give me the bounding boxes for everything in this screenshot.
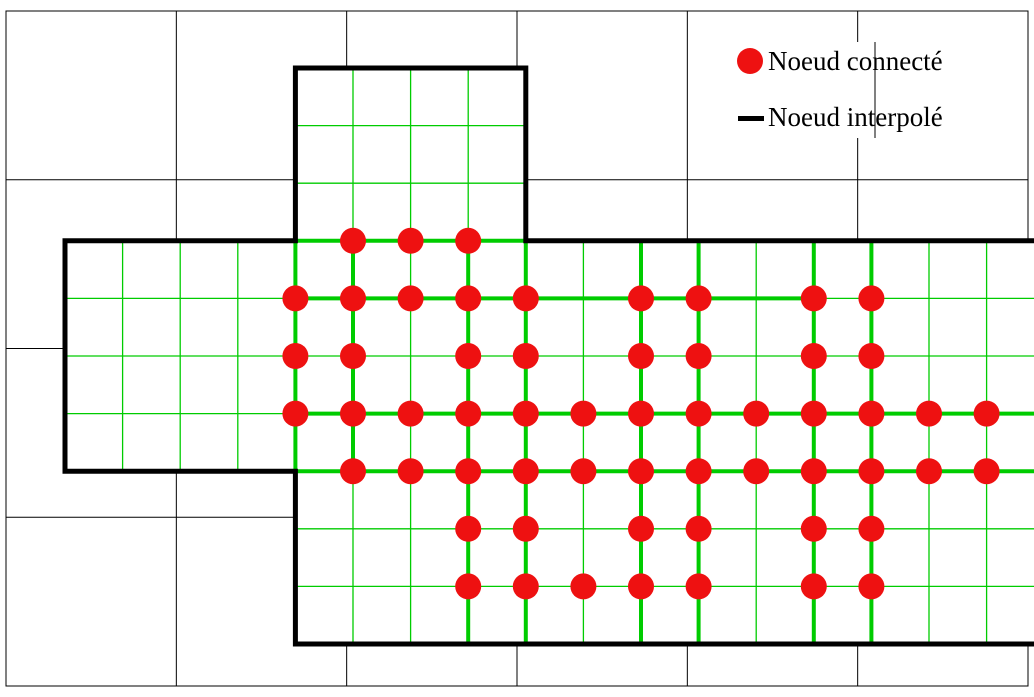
connected-node bbox=[455, 515, 482, 542]
connected-node bbox=[512, 515, 539, 542]
connected-node bbox=[685, 285, 712, 312]
connected-node bbox=[397, 227, 424, 254]
connected-node bbox=[455, 458, 482, 485]
connected-node bbox=[282, 343, 309, 369]
legend-background bbox=[732, 42, 1010, 138]
connected-node bbox=[800, 285, 827, 312]
connected-node bbox=[916, 458, 942, 485]
connected-node bbox=[512, 573, 539, 600]
connected-node bbox=[340, 227, 366, 254]
connected-node bbox=[973, 400, 1000, 427]
connected-node bbox=[628, 458, 654, 485]
connected-node bbox=[743, 400, 770, 427]
connected-node bbox=[858, 285, 885, 312]
connected-node bbox=[858, 343, 885, 369]
connected-node bbox=[340, 343, 366, 369]
legend-interpolated-label: Noeud interpolé bbox=[768, 102, 943, 132]
connected-node bbox=[628, 515, 654, 542]
connected-node bbox=[455, 343, 482, 369]
connected-node bbox=[340, 285, 366, 312]
connected-node bbox=[512, 343, 539, 369]
connected-node bbox=[570, 458, 597, 485]
connected-node bbox=[800, 343, 827, 369]
connected-node bbox=[512, 285, 539, 312]
connected-node bbox=[858, 458, 885, 485]
connected-node bbox=[685, 458, 712, 485]
connected-node bbox=[512, 458, 539, 485]
connected-node bbox=[628, 573, 654, 600]
legend: Noeud connecté Noeud interpolé bbox=[732, 42, 1010, 138]
connected-node bbox=[628, 400, 654, 427]
connected-node bbox=[512, 400, 539, 427]
connected-node bbox=[858, 515, 885, 542]
connected-node bbox=[282, 400, 309, 427]
connected-node bbox=[628, 285, 654, 312]
connected-node bbox=[685, 400, 712, 427]
connected-node bbox=[800, 515, 827, 542]
legend-connected-label: Noeud connecté bbox=[768, 46, 943, 76]
connected-nodes bbox=[282, 227, 1000, 600]
connected-node bbox=[800, 573, 827, 600]
connected-node bbox=[685, 343, 712, 369]
interpolated-node-legend-icon bbox=[738, 116, 764, 121]
connected-node bbox=[916, 400, 942, 427]
connected-node bbox=[858, 573, 885, 600]
connected-node bbox=[570, 400, 597, 427]
connected-node bbox=[973, 458, 1000, 485]
connected-node bbox=[858, 400, 885, 427]
connected-node bbox=[455, 285, 482, 312]
connected-node bbox=[397, 400, 424, 427]
domain-boundary bbox=[62, 65, 1034, 647]
connected-node bbox=[800, 458, 827, 485]
connected-node bbox=[800, 400, 827, 427]
connected-node bbox=[340, 400, 366, 427]
connected-node bbox=[570, 573, 597, 600]
connected-node bbox=[340, 458, 366, 485]
connected-node-legend-icon bbox=[737, 48, 763, 74]
connected-node bbox=[455, 573, 482, 600]
connected-node bbox=[282, 285, 309, 312]
connected-node bbox=[397, 458, 424, 485]
connected-node bbox=[455, 400, 482, 427]
connected-node bbox=[628, 343, 654, 369]
connected-node bbox=[685, 573, 712, 600]
connected-node bbox=[743, 458, 770, 485]
connected-node bbox=[397, 285, 424, 312]
connected-node bbox=[685, 515, 712, 542]
connected-node bbox=[455, 227, 482, 254]
